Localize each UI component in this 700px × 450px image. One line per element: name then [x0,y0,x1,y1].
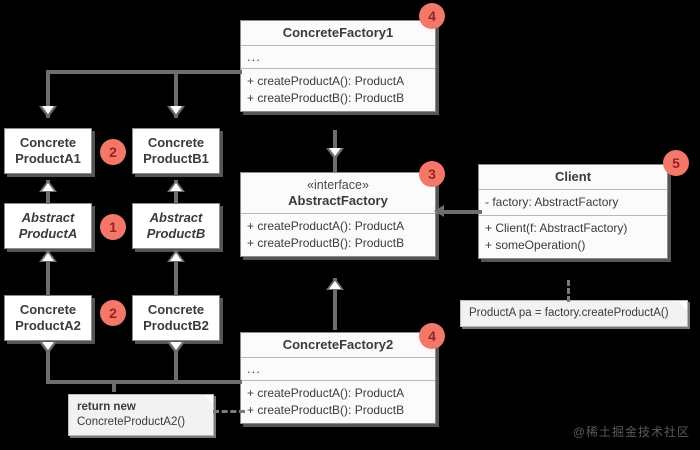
arrowhead-factory2-b2-icon [167,342,185,354]
badge-3[interactable]: 3 [419,161,445,187]
connector-factory1-to-b1 [174,70,178,118]
operation-item: + createProductB(): ProductB [247,403,405,417]
class-attributes-client: - factory: AbstractFactory [479,190,667,216]
operation-item: + someOperation() [485,238,586,252]
connector-factory1-bus [46,70,242,74]
class-box-abstract-factory[interactable]: «interface» AbstractFactory + createProd… [240,172,436,257]
class-box-concrete-factory1[interactable]: ConcreteFactory1 ... + createProductA():… [240,20,436,112]
arrowhead-b1-abstractb-icon [167,180,185,192]
operation-item: + createProductB(): ProductB [247,91,405,105]
badge-2-top[interactable]: 2 [100,139,126,165]
product-label-line1: Concrete [19,135,77,150]
note-return-new-rest: ConcreteProductA2() [77,416,186,428]
note-corner-icon [678,301,687,310]
class-box-concrete-product-b1[interactable]: Concrete ProductB1 [132,128,220,174]
note-return-new[interactable]: return new ConcreteProductA2() [68,394,214,436]
product-label-line1: Concrete [147,135,205,150]
class-attributes-concrete-factory2: ... [241,358,435,381]
class-title-concrete-factory1: ConcreteFactory1 [241,21,435,46]
connector-b2-to-abstractb [174,250,178,296]
class-name-abstract-factory: AbstractFactory [288,193,388,208]
arrowhead-factory1-b1-icon [167,106,185,118]
class-box-concrete-product-a1[interactable]: Concrete ProductA1 [4,128,92,174]
connector-client-note [567,280,570,302]
arrowhead-b2-abstractb-icon [167,250,185,262]
product-label-line1: Abstract [21,210,75,225]
class-title-abstract-factory: «interface» AbstractFactory [241,173,435,214]
operation-item: + createProductA(): ProductA [247,219,405,233]
connector-bus-to-note [112,380,116,392]
class-title-client: Client [479,165,667,190]
connector-note-factory2 [213,410,245,413]
note-client-code-text: ProductA pa = factory.createProductA() [469,307,669,319]
connector-factory2-to-b2 [174,342,178,384]
class-operations-concrete-factory2: + createProductA(): ProductA + createPro… [241,381,435,423]
operation-item: + createProductA(): ProductA [247,74,405,88]
class-stereotype-abstract-factory: «interface» [307,178,369,192]
note-return-new-bold: return new [77,401,136,413]
class-operations-abstract-factory: + createProductA(): ProductA + createPro… [241,214,435,256]
product-label-line1: Concrete [147,302,205,317]
operation-item: + createProductB(): ProductB [247,236,405,250]
badge-1[interactable]: 1 [100,214,126,240]
product-label-line2: ProductB2 [143,318,209,333]
product-label-line2: ProductA [18,226,78,241]
badge-2-bottom[interactable]: 2 [100,300,126,326]
badge-4-top[interactable]: 4 [419,3,445,29]
connector-a1-to-abstracta [46,180,50,204]
arrowhead-a2-abstracta-icon [39,250,57,262]
operation-item: + createProductA(): ProductA [247,386,405,400]
connector-factory1-to-a1 [46,70,50,118]
arrowhead-factory2-abstractfactory-icon [326,278,344,290]
connector-factory2-to-a2 [46,342,50,384]
arrowhead-abstractfactory-client-icon [434,205,444,217]
product-label-line2: ProductA2 [15,318,81,333]
badge-4-bottom[interactable]: 4 [419,323,445,349]
product-label-line1: Abstract [149,210,203,225]
class-box-concrete-product-a2[interactable]: Concrete ProductA2 [4,295,92,341]
class-box-abstract-product-b[interactable]: Abstract ProductB [132,203,220,249]
connector-b1-to-abstractb [174,180,178,204]
arrowhead-a1-abstracta-icon [39,180,57,192]
product-label-line1: Concrete [19,302,77,317]
class-box-abstract-product-a[interactable]: Abstract ProductA [4,203,92,249]
class-attributes-concrete-factory1: ... [241,46,435,69]
arrowhead-factory1-a1-icon [39,106,57,118]
arrowhead-factory2-a2-icon [39,342,57,354]
product-label-line2: ProductB [146,226,206,241]
class-box-client[interactable]: Client - factory: AbstractFactory + Clie… [478,164,668,259]
attribute-item: - factory: AbstractFactory [485,195,619,209]
note-client-code[interactable]: ProductA pa = factory.createProductA() [460,300,688,327]
arrowhead-factory1-abstractfactory-icon [326,148,344,160]
badge-5[interactable]: 5 [663,150,689,176]
connector-factory2-to-abstractfactory [333,278,337,330]
product-label-line2: ProductB1 [143,151,209,166]
class-box-concrete-product-b2[interactable]: Concrete ProductB2 [132,295,220,341]
class-box-concrete-factory2[interactable]: ConcreteFactory2 ... + createProductA():… [240,332,436,424]
note-corner-icon [204,395,213,404]
class-operations-client: + Client(f: AbstractFactory) + someOpera… [479,216,667,258]
class-operations-concrete-factory1: + createProductA(): ProductA + createPro… [241,69,435,111]
connector-abstractfactory-client [436,210,482,214]
class-title-concrete-factory2: ConcreteFactory2 [241,333,435,358]
connector-a2-to-abstracta [46,250,50,296]
product-label-line2: ProductA1 [15,151,81,166]
watermark-text: @稀土掘金技术社区 [572,425,690,439]
connector-factory2-bus [46,380,242,384]
operation-item: + Client(f: AbstractFactory) [485,221,628,235]
